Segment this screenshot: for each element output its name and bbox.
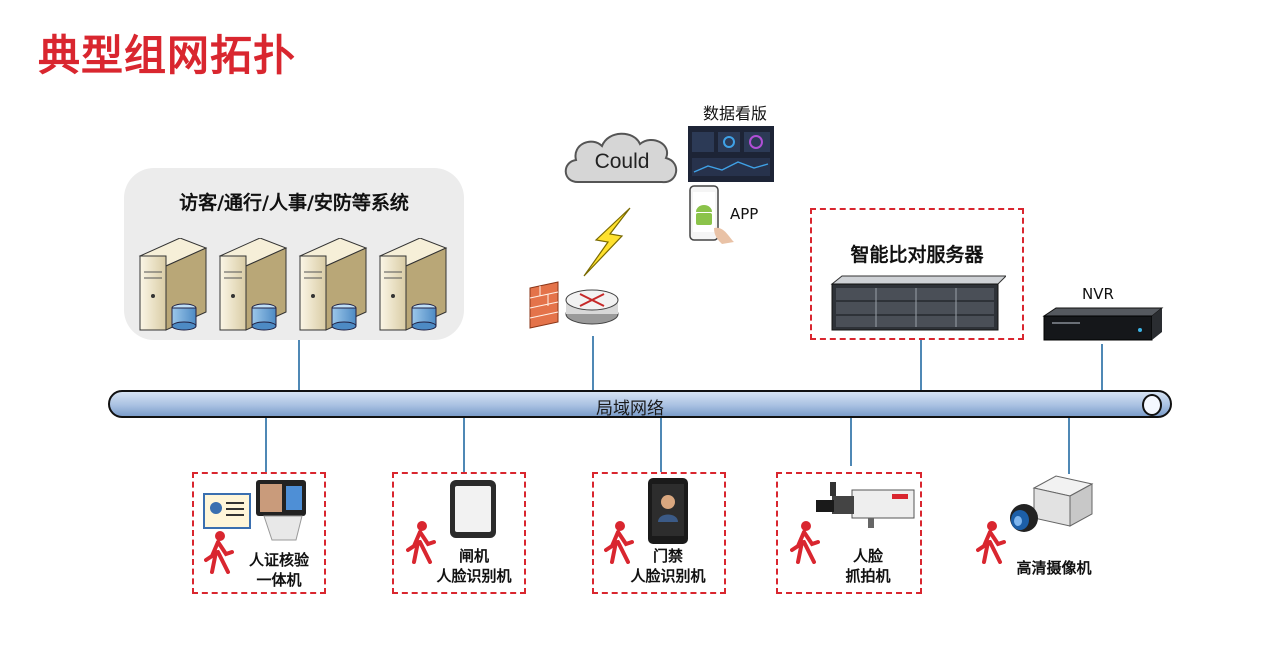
link-line — [298, 340, 300, 392]
rack-server-icon — [830, 275, 1006, 331]
dashboard-label: 数据看版 — [702, 104, 767, 123]
device-label-hd-camera: 高清摄像机 — [1004, 558, 1104, 578]
device-box-door — [592, 472, 726, 594]
nvr-device-icon — [1042, 307, 1164, 341]
server-icon — [218, 238, 288, 331]
door-terminal-icon — [648, 478, 688, 544]
firewall-icon — [529, 281, 559, 329]
lightning-icon — [583, 207, 631, 277]
firewall-router-icon — [529, 281, 619, 329]
app-label: APP — [730, 205, 759, 223]
link-line — [1068, 418, 1070, 474]
link-line — [463, 418, 465, 472]
server-box — [810, 208, 1024, 340]
gate-terminal-icon — [450, 480, 496, 538]
device-box-gate — [392, 472, 526, 594]
device-label-id-verify: 人证核验 一体机 — [236, 550, 322, 590]
cloud-label: Could — [594, 150, 650, 173]
person-icon — [790, 521, 820, 564]
link-line — [920, 340, 922, 392]
link-line — [592, 336, 594, 392]
link-line — [850, 418, 852, 466]
person-icon — [604, 521, 634, 564]
link-line — [265, 418, 267, 472]
device-label-line: 人脸识别机 — [630, 567, 706, 585]
cloud-icon — [564, 132, 677, 184]
server-icon — [138, 238, 208, 331]
device-label-line: 一体机 — [256, 571, 302, 589]
device-box-face-capture — [776, 472, 922, 594]
page-title: 典型组网拓扑 — [38, 31, 297, 80]
device-label-line: 闸机 — [458, 547, 489, 565]
server-icon — [298, 238, 368, 331]
dashboard-screen-icon — [688, 126, 774, 182]
lan-bus-end — [1142, 394, 1162, 416]
device-label-line: 人脸 — [852, 547, 883, 565]
device-label-line: 人证核验 — [248, 551, 309, 569]
link-line — [1101, 344, 1103, 392]
server-icon — [378, 238, 448, 331]
box-camera-icon — [816, 482, 915, 528]
hd-camera-icon — [1010, 475, 1094, 532]
server-label: 智能比对服务器 — [850, 244, 984, 266]
lan-bus-label: 局域网络 — [596, 399, 664, 419]
phone-app-icon — [689, 185, 734, 244]
device-box-id-verify — [192, 472, 326, 594]
device-label-gate: 闸机 人脸识别机 — [404, 546, 544, 586]
device-label-face-capture: 人脸 抓拍机 — [828, 546, 908, 586]
lan-bus — [108, 390, 1172, 418]
router-icon — [565, 289, 619, 325]
person-icon — [406, 521, 436, 564]
device-label-line: 高清摄像机 — [1016, 559, 1092, 577]
systems-label: 访客/通行/人事/安防等系统 — [179, 192, 409, 214]
nvr-label: NVR — [1082, 285, 1114, 303]
link-line — [660, 418, 662, 472]
device-label-line: 门禁 — [652, 547, 683, 565]
id-verify-terminal-icon — [203, 480, 306, 541]
device-label-line: 人脸识别机 — [436, 567, 512, 585]
device-label-line: 抓拍机 — [845, 567, 891, 585]
person-icon — [976, 521, 1006, 564]
device-label-door: 门禁 人脸识别机 — [598, 546, 738, 586]
person-icon — [204, 531, 234, 574]
server-towers — [138, 238, 448, 331]
